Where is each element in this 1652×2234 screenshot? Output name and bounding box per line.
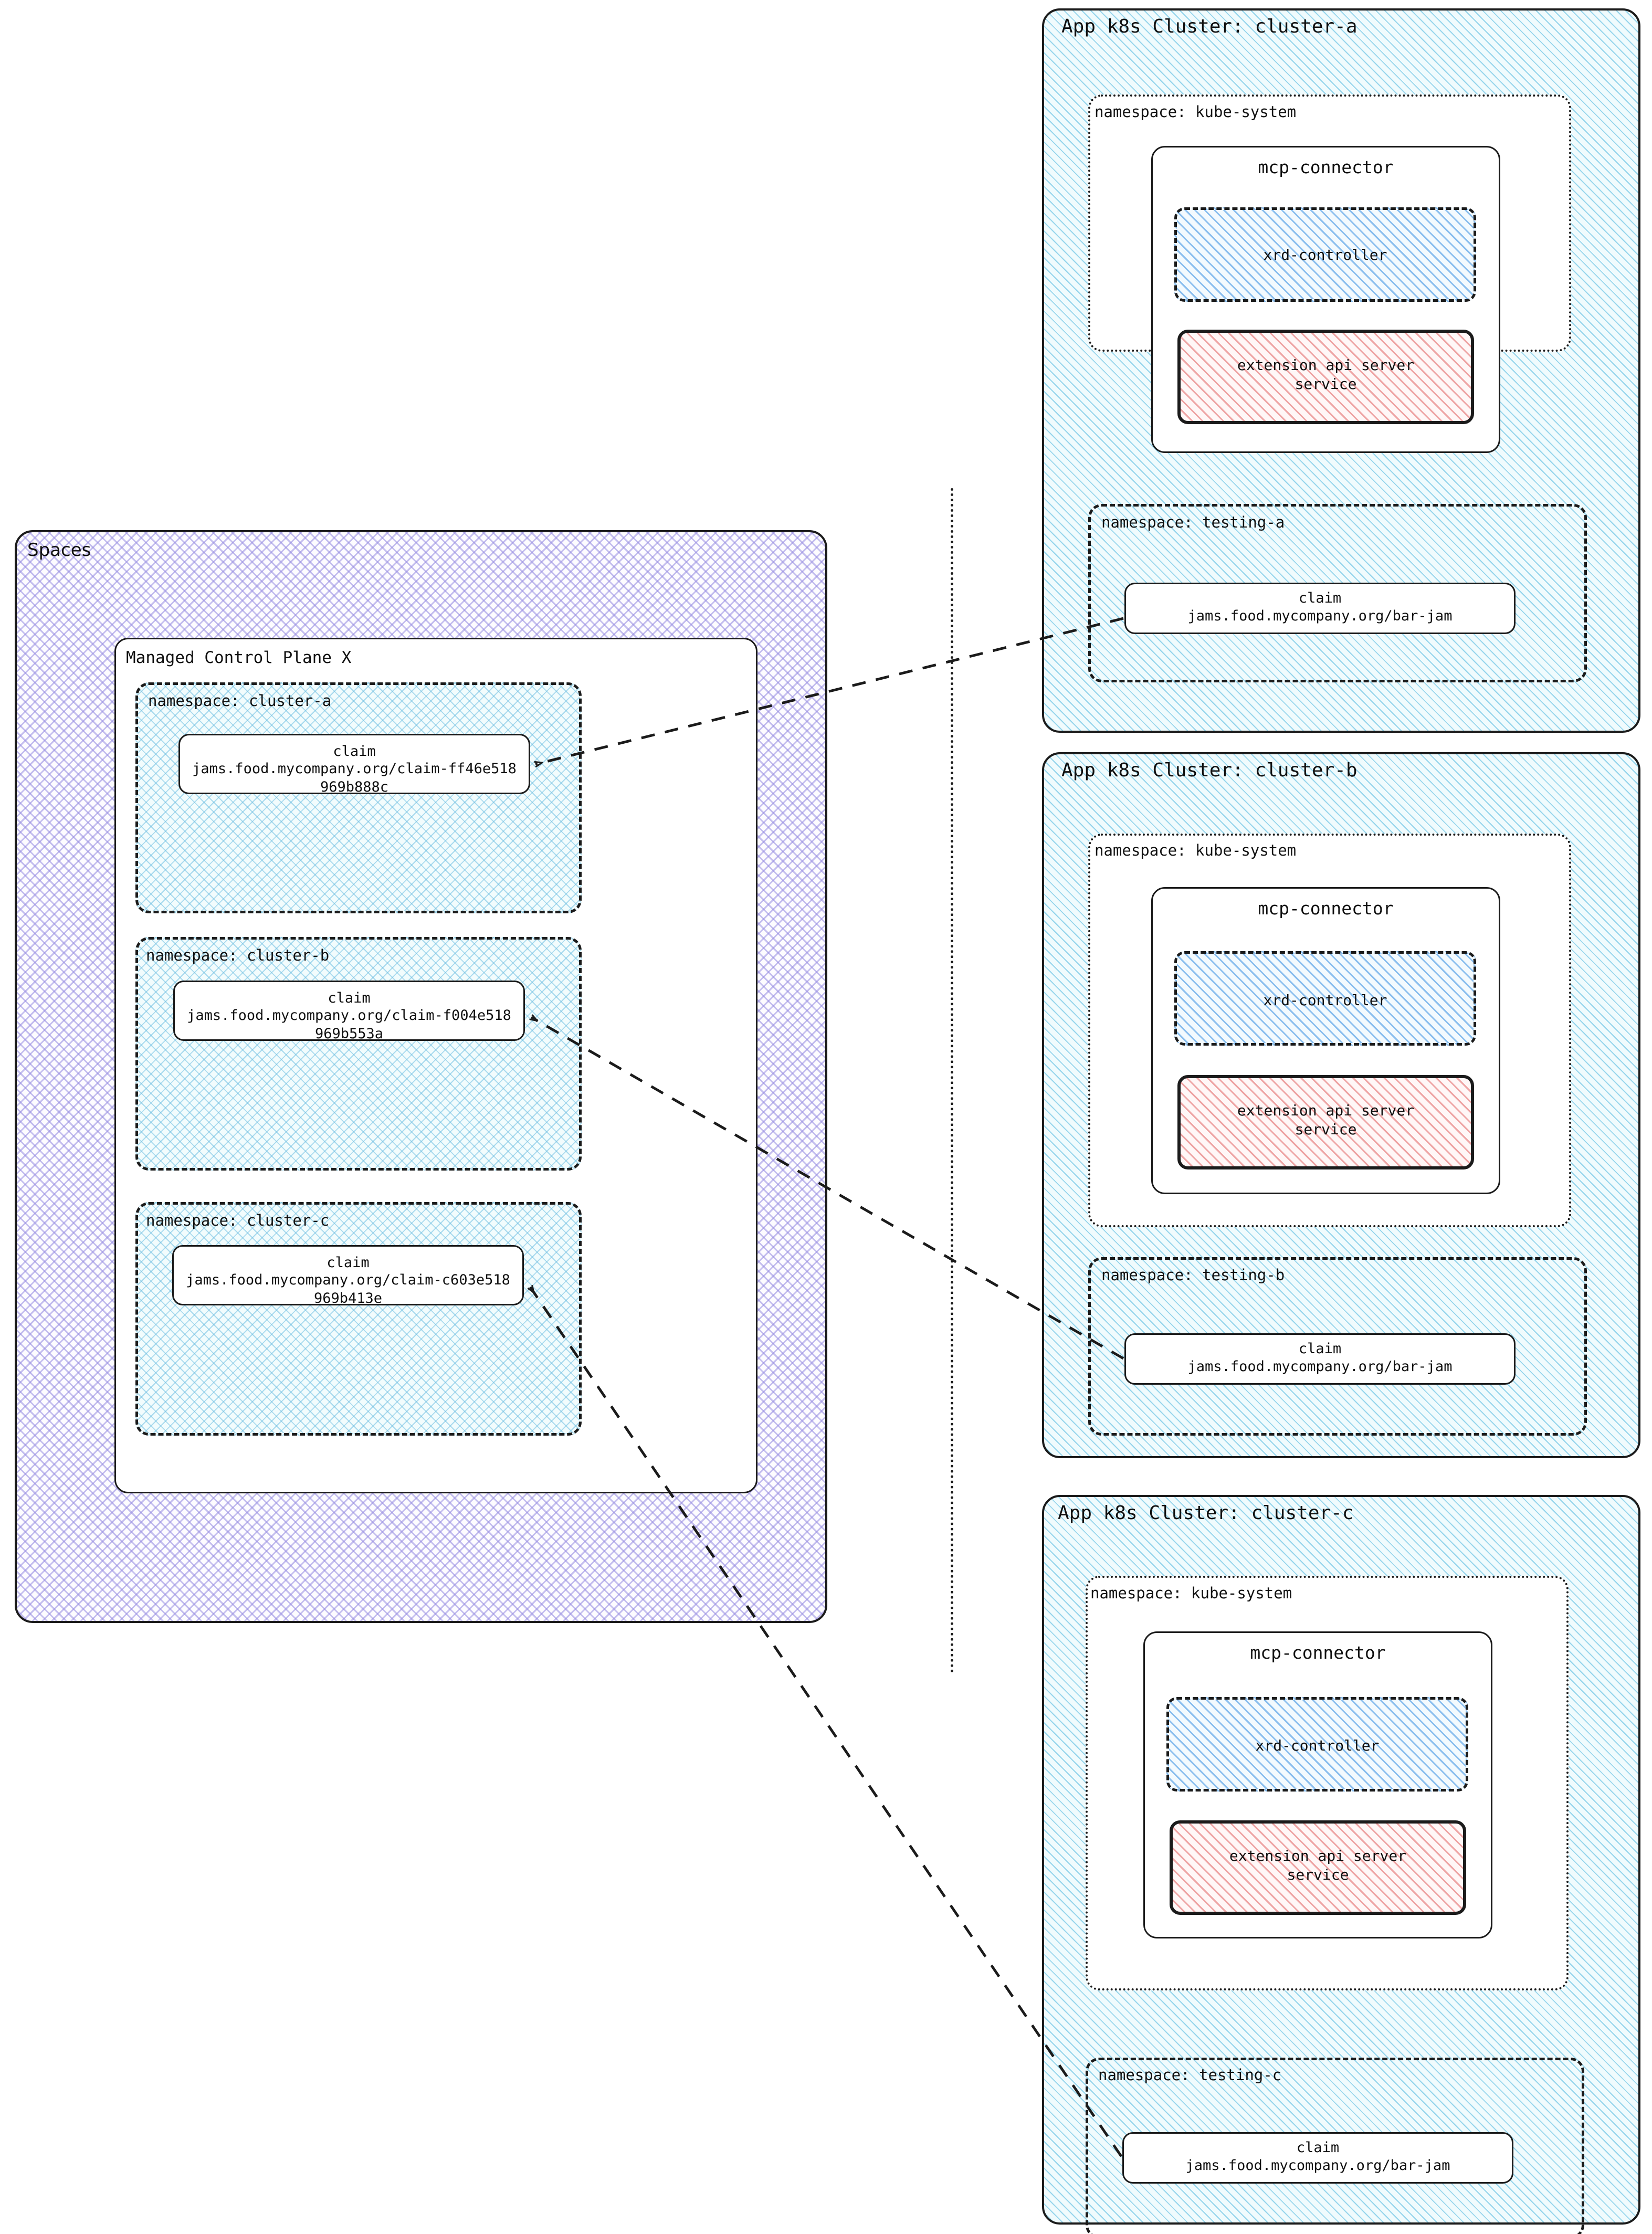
- claim-kind-testing-c: claim: [1296, 2140, 1340, 2156]
- claim-box-testing-b[interactable]: claim jams.food.mycompany.org/bar-jam: [1124, 1333, 1516, 1385]
- claim-ref-testing-b: jams.food.mycompany.org/bar-jam: [1187, 1358, 1453, 1375]
- claim-kind-cluster-b: claim: [328, 990, 371, 1006]
- xrd-controller-c-label: xrd-controller: [1255, 1737, 1380, 1754]
- xrd-controller-a-label: xrd-controller: [1263, 246, 1387, 264]
- claim-ref-cluster-c: jams.food.mycompany.org/claim-c603e51896…: [186, 1272, 510, 1306]
- namespace-cluster-b-label: namespace: cluster-b: [146, 946, 330, 964]
- testing-namespace-b-label: namespace: testing-b: [1101, 1266, 1285, 1284]
- claim-ref-testing-a: jams.food.mycompany.org/bar-jam: [1187, 608, 1453, 624]
- extension-api-server-b: extension api server service: [1177, 1075, 1474, 1169]
- kube-system-namespace-a-label: namespace: kube-system: [1095, 103, 1297, 121]
- extension-api-server-b-line1: extension api server: [1237, 1102, 1415, 1119]
- extension-api-server-a: extension api server service: [1177, 330, 1474, 424]
- claim-ref-cluster-b: jams.food.mycompany.org/claim-f004e51896…: [187, 1007, 511, 1042]
- extension-api-server-c: extension api server service: [1170, 1820, 1466, 1915]
- xrd-controller-c: [1166, 1697, 1468, 1792]
- app-cluster-b-title: App k8s Cluster: cluster-b: [1061, 760, 1358, 781]
- extension-api-server-c-line2: service: [1287, 1866, 1349, 1883]
- testing-namespace-a-label: namespace: testing-a: [1101, 513, 1285, 531]
- namespace-cluster-a: [135, 682, 582, 913]
- claim-ref-testing-c: jams.food.mycompany.org/bar-jam: [1185, 2157, 1450, 2174]
- app-cluster-a-title: App k8s Cluster: cluster-a: [1061, 16, 1358, 37]
- testing-namespace-c-label: namespace: testing-c: [1098, 2066, 1282, 2084]
- namespace-cluster-c: [135, 1202, 582, 1436]
- xrd-controller-b-label: xrd-controller: [1263, 992, 1387, 1009]
- mcp-connector-b-title: mcp-connector: [1258, 898, 1394, 919]
- extension-api-server-a-line2: service: [1295, 375, 1357, 393]
- kube-system-namespace-c-label: namespace: kube-system: [1090, 1584, 1292, 1602]
- managed-control-plane-label: Managed Control Plane X: [126, 648, 352, 667]
- namespace-cluster-a-label: namespace: cluster-a: [148, 692, 332, 710]
- claim-box-testing-c[interactable]: claim jams.food.mycompany.org/bar-jam: [1122, 2132, 1513, 2184]
- namespace-cluster-c-label: namespace: cluster-c: [146, 1211, 330, 1229]
- claim-kind-testing-b: claim: [1298, 1341, 1342, 1357]
- mcp-connector-a-title: mcp-connector: [1258, 157, 1394, 177]
- spaces-label: Spaces: [27, 540, 91, 561]
- claim-kind-cluster-a: claim: [333, 743, 376, 760]
- claim-box-cluster-c[interactable]: claim jams.food.mycompany.org/claim-c603…: [172, 1245, 524, 1306]
- claim-box-testing-a[interactable]: claim jams.food.mycompany.org/bar-jam: [1124, 583, 1516, 634]
- app-cluster-c-title: App k8s Cluster: cluster-c: [1058, 1502, 1354, 1524]
- claim-ref-cluster-a: jams.food.mycompany.org/claim-ff46e51896…: [192, 761, 517, 795]
- vertical-dotted-divider: [951, 488, 953, 1673]
- extension-api-server-c-line1: extension api server: [1229, 1847, 1407, 1864]
- mcp-connector-c-title: mcp-connector: [1250, 1642, 1386, 1663]
- extension-api-server-a-line1: extension api server: [1237, 356, 1415, 374]
- claim-kind-testing-a: claim: [1298, 590, 1342, 606]
- testing-namespace-a: [1088, 504, 1587, 682]
- namespace-cluster-b: [135, 937, 582, 1171]
- extension-api-server-b-line2: service: [1295, 1121, 1357, 1138]
- claim-box-cluster-b[interactable]: claim jams.food.mycompany.org/claim-f004…: [173, 981, 525, 1042]
- kube-system-namespace-b-label: namespace: kube-system: [1095, 841, 1297, 859]
- claim-box-cluster-a[interactable]: claim jams.food.mycompany.org/claim-ff46…: [178, 734, 530, 795]
- xrd-controller-b: [1174, 951, 1476, 1046]
- claim-kind-cluster-c: claim: [327, 1255, 370, 1271]
- xrd-controller-a: [1174, 207, 1476, 302]
